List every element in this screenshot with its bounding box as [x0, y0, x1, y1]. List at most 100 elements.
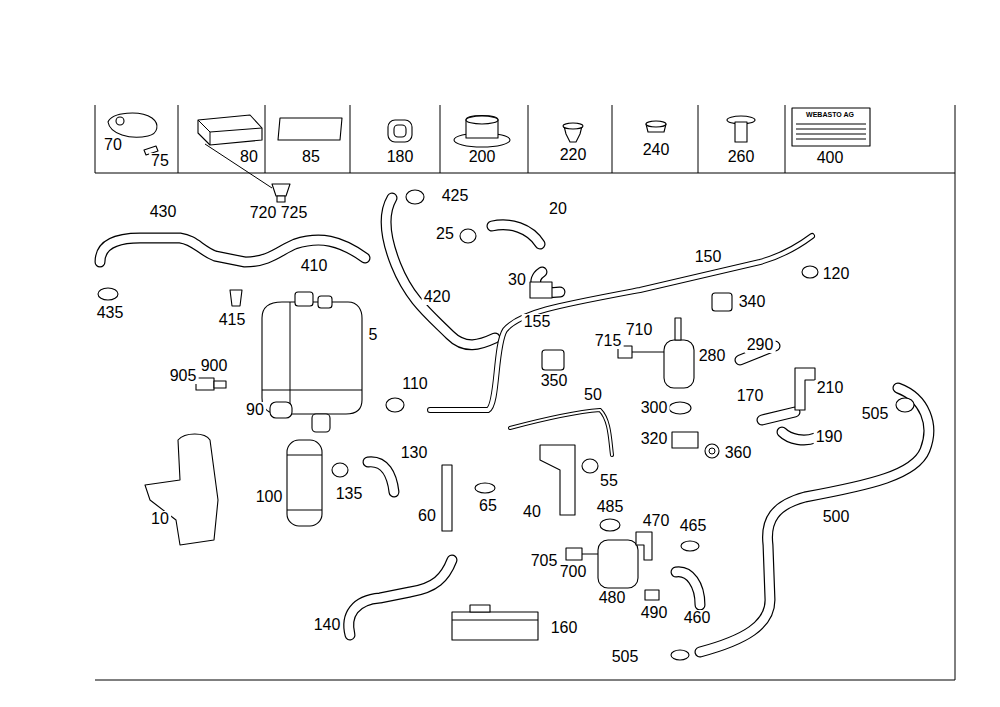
- header-parts-part: [210, 128, 262, 132]
- header-parts-part: [796, 134, 866, 135]
- heater-unit-part: [295, 292, 313, 306]
- small-parts-part: [598, 540, 638, 588]
- hoses-part: [492, 225, 540, 244]
- small-parts-part: [632, 352, 664, 353]
- frame-lines-part: [440, 105, 441, 173]
- clamps-part: [406, 190, 424, 204]
- small-parts-part: [530, 282, 552, 298]
- clamps-part: [669, 402, 691, 414]
- small-parts-part: [636, 532, 652, 560]
- header-parts-part: [466, 116, 498, 124]
- small-parts-part: [645, 590, 659, 600]
- callout-number: 50: [582, 387, 604, 403]
- callout-number: 720: [248, 205, 279, 221]
- callout-number: 40: [521, 504, 543, 520]
- clamps-part: [600, 519, 620, 531]
- callout-number: 240: [641, 142, 672, 158]
- callout-number: 180: [385, 149, 416, 165]
- clamps-part: [671, 650, 689, 660]
- header-parts-part: [796, 124, 866, 125]
- hoses-part: [676, 572, 700, 605]
- hoses-part: [430, 236, 812, 410]
- callout-number: 710: [624, 322, 655, 338]
- callout-number: 20: [547, 201, 569, 217]
- callout-number: 705: [529, 553, 560, 569]
- header-parts-part: [394, 125, 406, 137]
- clamps-part: [98, 288, 118, 300]
- callout-number: 25: [434, 226, 456, 242]
- header-parts-part: [466, 116, 498, 139]
- callout-number: 505: [860, 406, 891, 422]
- small-parts-part: [287, 440, 322, 526]
- callout-number: 425: [440, 188, 471, 204]
- clamps-part: [681, 541, 699, 551]
- small-parts-part: [542, 350, 564, 370]
- small-parts-part: [566, 548, 582, 560]
- clamps-part: [272, 184, 290, 196]
- callout-number: 100: [254, 489, 285, 505]
- hoses: [100, 198, 929, 652]
- header-parts-part: [646, 121, 666, 127]
- hoses-part: [782, 432, 815, 440]
- small-parts-part: [470, 605, 490, 612]
- hoses-part: [782, 432, 815, 440]
- clamps-part: [332, 463, 348, 477]
- clamps-part: [582, 459, 598, 473]
- callout-number: 320: [639, 431, 670, 447]
- plate-text: WEBASTO AG: [805, 111, 855, 118]
- callout-number: 80: [238, 149, 260, 165]
- callout-number: 135: [334, 486, 365, 502]
- hoses-part: [368, 462, 394, 492]
- small-parts-part: [287, 510, 322, 511]
- callout-number: 700: [558, 564, 589, 580]
- small-parts-part: [214, 381, 226, 388]
- hoses-part: [349, 560, 452, 635]
- header-parts-part: [563, 123, 583, 129]
- heater-unit-part: [262, 302, 362, 414]
- callout-number: 300: [639, 400, 670, 416]
- frame-lines-part: [698, 105, 699, 173]
- callout-number: 500: [821, 509, 852, 525]
- header-parts-part: [796, 129, 866, 130]
- small-parts-part: [672, 432, 698, 448]
- frame-lines-part: [350, 105, 351, 173]
- callout-number: 460: [682, 610, 713, 626]
- callout-number: 435: [95, 305, 126, 321]
- heater-unit-part: [312, 414, 330, 432]
- small-parts-part: [452, 612, 538, 640]
- small-parts: [145, 282, 815, 640]
- small-parts-part: [795, 368, 815, 410]
- callout-number: 260: [726, 149, 757, 165]
- small-parts-part: [712, 293, 732, 311]
- clamps-part: [896, 398, 914, 412]
- hoses-part: [430, 236, 812, 410]
- callout-number: 5: [367, 327, 380, 343]
- hoses-part: [700, 388, 929, 652]
- callout-number: 340: [737, 294, 768, 310]
- hoses-part: [700, 388, 929, 652]
- header-parts-part: [198, 115, 262, 145]
- hoses-part: [386, 198, 495, 345]
- callout-number: 65: [477, 498, 499, 514]
- header-parts-part: [116, 117, 124, 125]
- callout-number: 55: [598, 473, 620, 489]
- frame-lines-part: [265, 105, 266, 173]
- callout-number: 415: [217, 312, 248, 328]
- small-parts-part: [540, 445, 575, 515]
- hoses-part: [762, 412, 795, 420]
- heater-unit-part: [262, 390, 362, 391]
- callout-number: 90: [244, 402, 266, 418]
- small-parts-part: [452, 620, 538, 621]
- callout-number: 110: [400, 376, 430, 392]
- callout-number: 900: [199, 358, 230, 374]
- callout-number: 465: [678, 518, 709, 534]
- header-parts-part: [108, 113, 157, 137]
- header-parts-part: [735, 122, 747, 142]
- callout-number: 120: [821, 266, 852, 282]
- clamps-part: [802, 266, 818, 278]
- header-parts-part: [198, 120, 210, 132]
- clamps: [98, 184, 914, 660]
- small-parts-part: [145, 434, 218, 545]
- callout-number: 470: [641, 513, 672, 529]
- hoses-part: [762, 412, 795, 420]
